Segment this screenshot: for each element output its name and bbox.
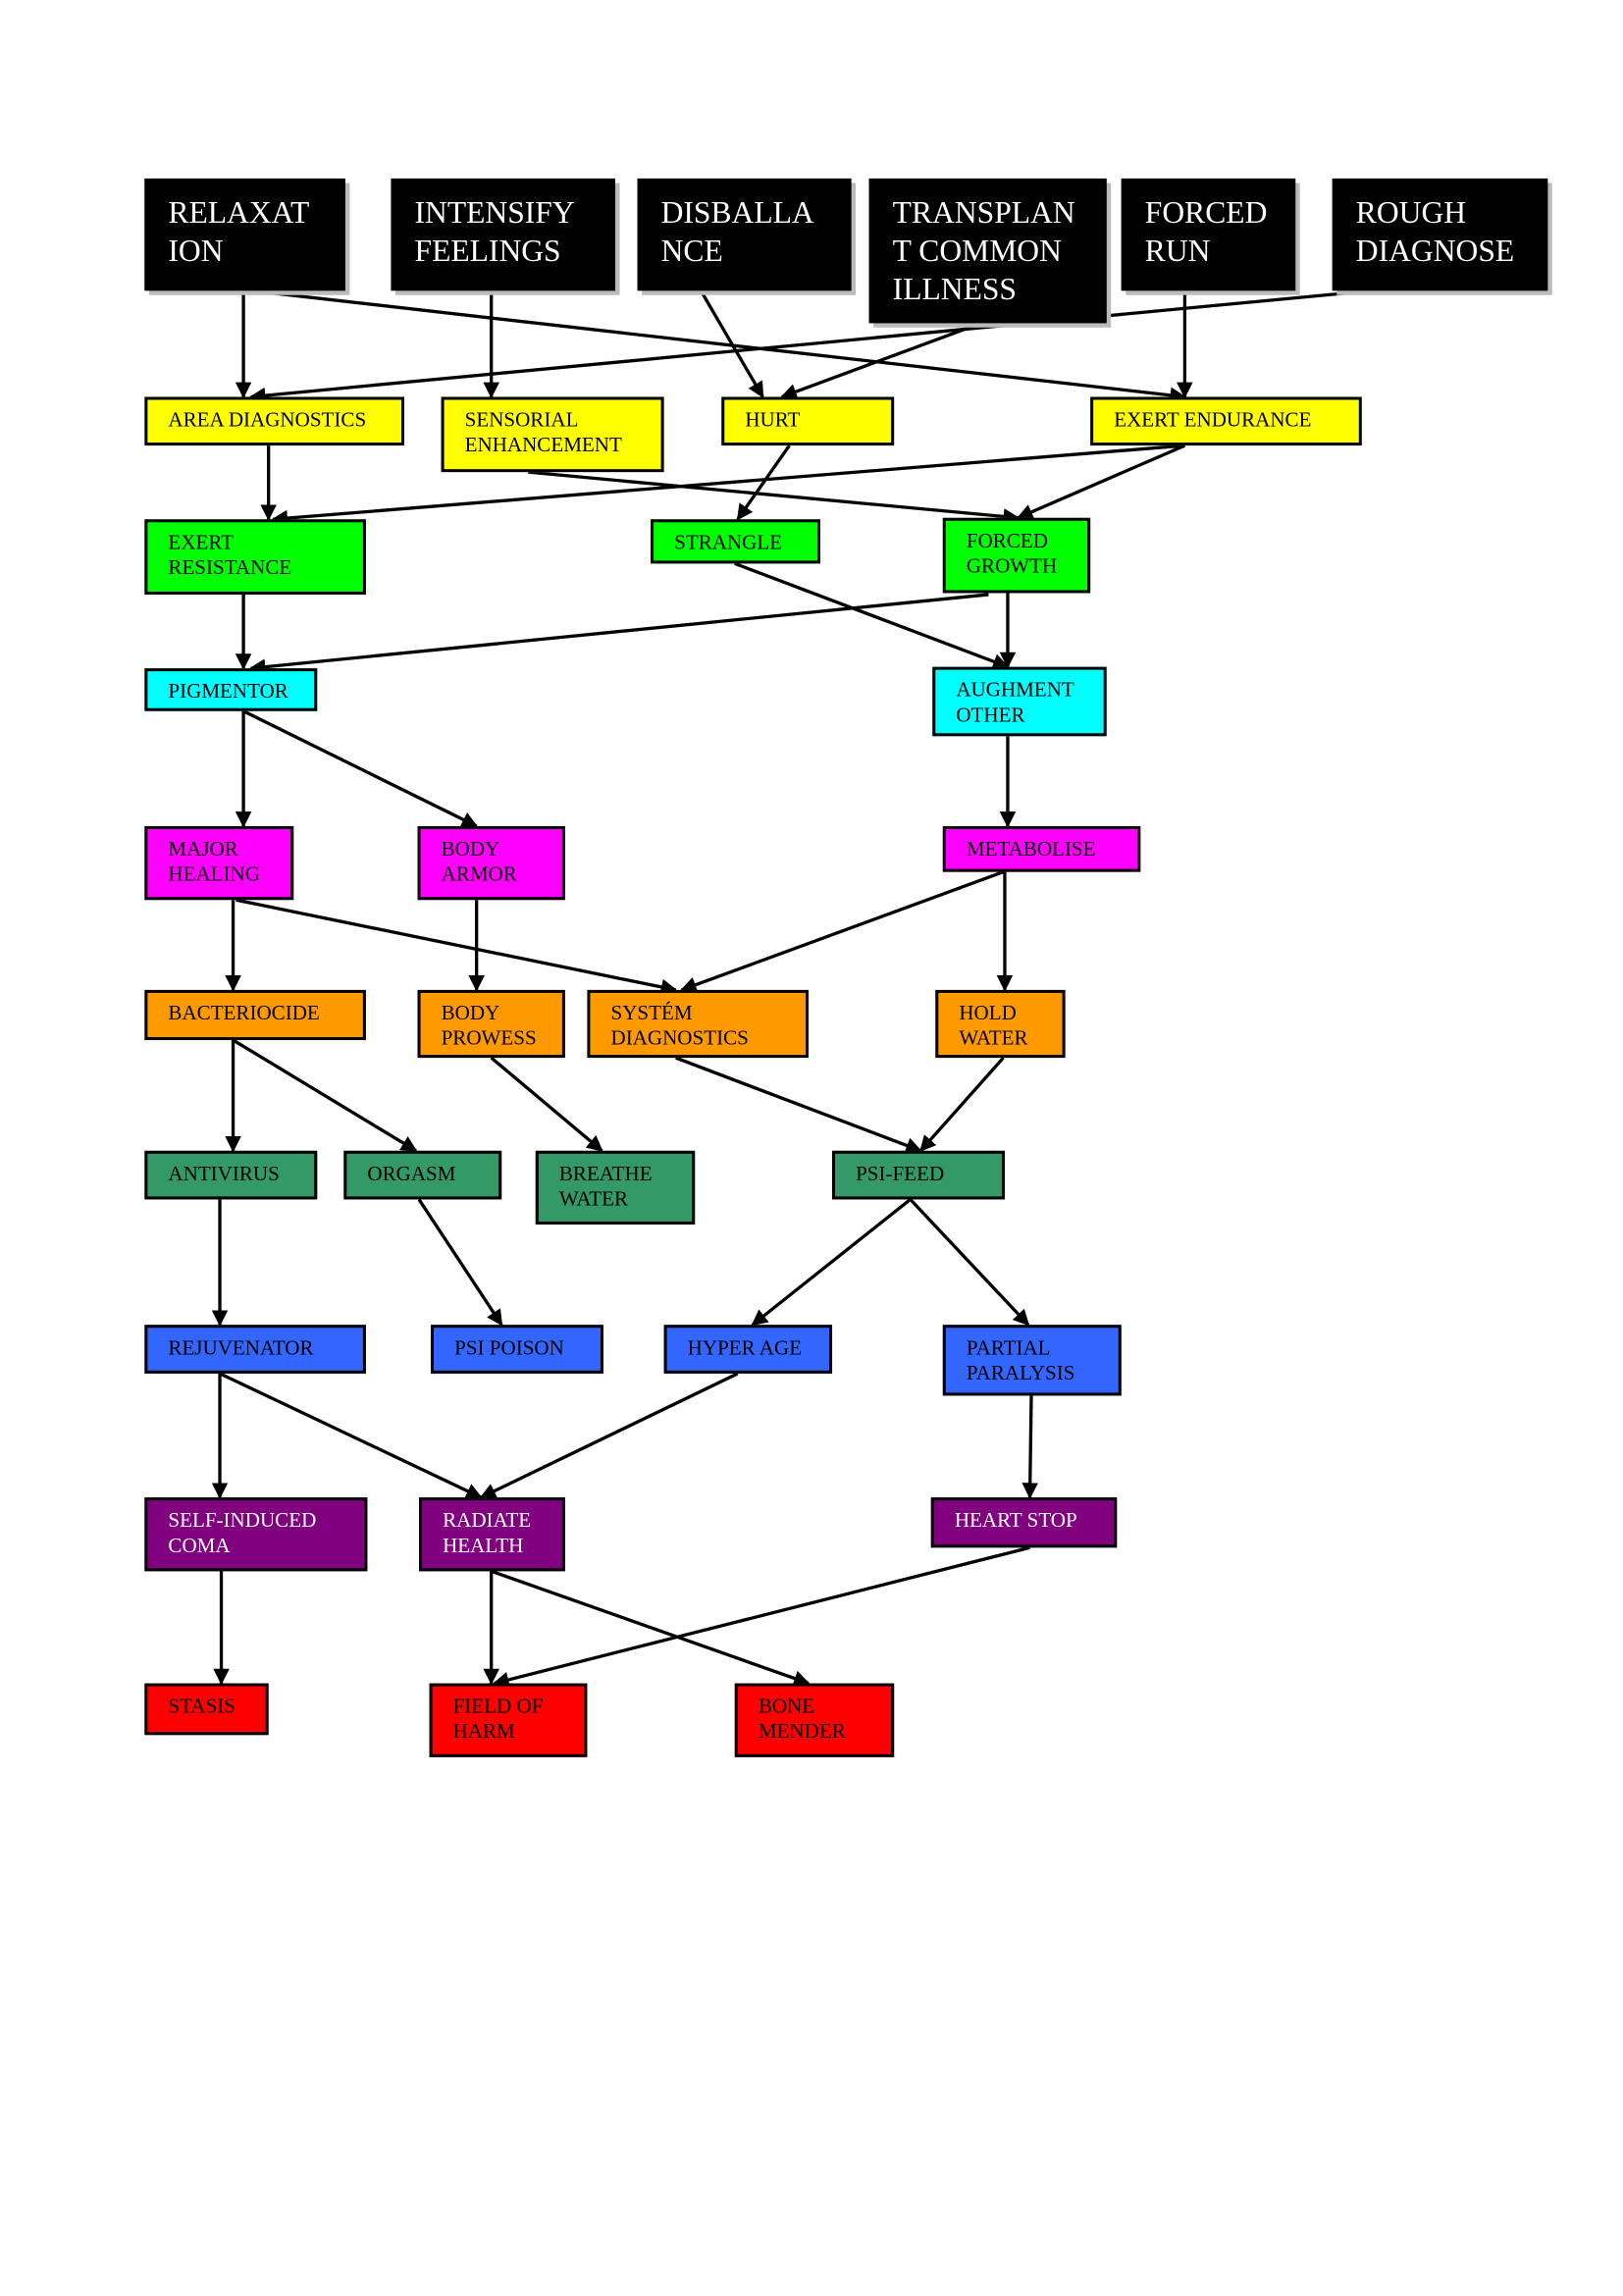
edge-relaxation-to-exert_end [250,288,1187,404]
node-body-prowess: BODY PROWESS [417,989,565,1059]
node-strangle: STRANGLE [651,519,821,564]
node-major-healing: MAJOR HEALING [144,826,294,901]
node-exert-end: EXERT ENDURANCE [1090,396,1362,446]
node-disballance: DISBALLA NCE [637,178,852,291]
node-breathe-water: BREATHE WATER [535,1150,696,1225]
edge-sensorial-to-forced_growth [528,470,1021,525]
node-transplant: TRANSPLAN T COMMON ILLNESS [868,178,1107,324]
node-aughment: AUGHMENT OTHER [932,666,1107,737]
edge-hurt-to-strangle [736,444,791,521]
node-rejuvenator: REJUVENATOR [144,1325,366,1374]
edge-disballance-to-hurt [699,289,764,398]
edge-system_diag-to-psi_feed [675,1056,922,1154]
node-orgasm: ORGASM [343,1150,502,1200]
node-hold-water: HOLD WATER [935,989,1066,1059]
node-bacteriocide: BACTERIOCIDE [144,989,366,1041]
node-area-diag: AREA DIAGNOSTICS [144,396,404,446]
edge-radiate_health-to-bone_mender [491,1569,811,1687]
edge-major_healing-to-system_diag [236,898,678,996]
node-system-diag: SYSTÉM DIAGNOSTICS [587,989,809,1059]
edge-pigmentor-to-body_armor [242,709,479,828]
node-partial-paralysis: PARTIAL PARALYSIS [942,1325,1122,1396]
node-stasis: STASIS [144,1683,269,1736]
edge-orgasm-to-psi_poison [417,1198,503,1327]
node-forced-growth: FORCED GROWTH [942,517,1091,594]
edge-psi_feed-to-hyper_age [751,1198,912,1327]
edge-heart_stop-to-field_of_harm [493,1545,1030,1688]
edge-body_prowess-to-breathe_water [490,1056,603,1153]
edge-exert_end-to-exert_res [271,444,1185,527]
edge-partial_paralysis-to-heart_stop [1021,1395,1038,1499]
node-field-of-harm: FIELD OF HARM [429,1683,588,1757]
edge-hyper_age-to-radiate_health [479,1372,739,1499]
edge-metabolise-to-system_diag [680,870,1005,993]
edge-rejuvenator-to-radiate_health [219,1372,483,1499]
node-psi-feed: PSI-FEED [832,1150,1005,1200]
node-psi-poison: PSI POISON [431,1325,603,1374]
node-antivirus: ANTIVIRUS [144,1150,318,1200]
node-bone-mender: BONE MENDER [734,1683,895,1757]
edge-forced_growth-to-pigmentor [248,593,989,675]
edge-rough-to-area_diag [248,288,1373,404]
node-exert-res: EXERT RESISTANCE [144,519,366,595]
node-heart-stop: HEART STOP [930,1497,1118,1548]
edge-hold_water-to-psi_feed [919,1056,1005,1153]
node-relaxation: RELAXAT ION [144,178,345,291]
edge-transplant-to-hurt [780,321,982,400]
node-intensify: INTENSIFY FEELINGS [391,178,616,291]
node-rough: ROUGH DIAGNOSE [1332,178,1548,291]
node-hyper-age: HYPER AGE [663,1325,833,1374]
edge-strangle-to-aughment [734,561,1010,670]
node-forced-run: FORCED RUN [1121,178,1296,291]
node-metabolise: METABOLISE [942,826,1141,872]
node-hurt: HURT [721,396,895,446]
edge-exert_end-to-forced_growth [1016,444,1186,520]
node-self-coma: SELF-INDUCED COMA [144,1497,368,1572]
node-pigmentor: PIGMENTOR [144,668,318,711]
edge-psi_feed-to-partial_paralysis [909,1198,1030,1327]
node-sensorial: SENSORIAL ENHANCEMENT [441,396,664,473]
edge-bacteriocide-to-orgasm [232,1038,418,1153]
node-body-armor: BODY ARMOR [417,826,565,901]
node-radiate-health: RADIATE HEALTH [419,1497,565,1572]
